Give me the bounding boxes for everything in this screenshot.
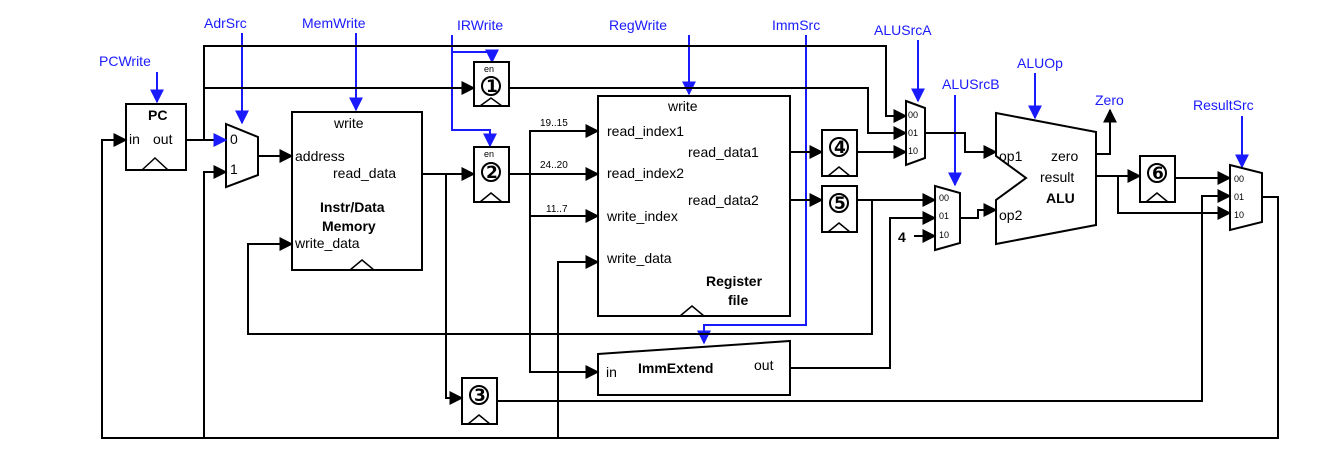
- memory-write-data-port: write_data: [294, 235, 360, 251]
- instr-data-memory: write address read_data Instr/Data Memor…: [291, 111, 423, 271]
- regfile-write-data-port: write_data: [606, 250, 672, 266]
- aluop-label: ALUOp: [1017, 55, 1063, 71]
- alusrcb-constant-4: 4: [898, 229, 906, 245]
- register-2-enable: en: [484, 149, 494, 159]
- register-1-number: 1: [486, 77, 498, 97]
- resultsrc-sel-01: 01: [1234, 192, 1244, 202]
- resultsrc-label: ResultSrc: [1193, 97, 1254, 113]
- regfile-read-data1-port: read_data1: [688, 144, 759, 160]
- register-file: write read_index1 read_index2 write_inde…: [597, 95, 791, 317]
- regfile-write-index-port: write_index: [606, 208, 678, 224]
- alu-name: ALU: [1046, 190, 1075, 206]
- irwrite-label: IRWrite: [457, 17, 503, 33]
- alu-zero-port: zero: [1051, 148, 1078, 164]
- adrsrc-mux: 0 1: [225, 122, 259, 189]
- alusrca-mux: 00 01 10: [905, 99, 926, 167]
- resultsrc-sel-10: 10: [1234, 210, 1244, 220]
- adr-mux-in0: 0: [230, 131, 238, 147]
- alu-result-port: result: [1040, 169, 1074, 185]
- register-1-enable: en: [484, 64, 494, 74]
- alusrcb-sel-00: 00: [939, 193, 949, 203]
- pcwrite-label: PCWrite: [99, 53, 151, 69]
- alusrca-sel-00: 00: [908, 110, 918, 120]
- alusrcb-mux: 00 01 10 4: [898, 184, 961, 252]
- immsrc-label: ImmSrc: [772, 17, 820, 33]
- pc-title: PC: [148, 107, 167, 123]
- register-4-number: 4: [834, 138, 846, 158]
- register-3-number: 3: [474, 386, 486, 406]
- memwrite-label: MemWrite: [302, 15, 366, 31]
- register-3: 3: [461, 377, 498, 425]
- pc-out-label: out: [153, 131, 173, 147]
- imm-in-port: in: [606, 364, 617, 380]
- imm-out-port: out: [754, 357, 774, 373]
- memory-address-port: address: [295, 148, 345, 164]
- regfile-name-line2: file: [728, 292, 748, 308]
- bitfield-19-15: 19..15: [540, 118, 568, 129]
- memory-write-label: write: [333, 115, 364, 131]
- pc-in-label: in: [129, 131, 140, 147]
- resultsrc-mux: 00 01 10: [1229, 163, 1263, 232]
- register-6: 6: [1139, 155, 1176, 203]
- alusrcb-sel-01: 01: [939, 211, 949, 221]
- resultsrc-sel-00: 00: [1234, 174, 1244, 184]
- register-4: 4: [821, 129, 858, 177]
- regfile-name-line1: Register: [706, 273, 763, 289]
- alusrcb-sel-10: 10: [939, 230, 949, 240]
- zero-output-label: Zero: [1095, 92, 1124, 108]
- regfile-read-index1-port: read_index1: [607, 123, 684, 139]
- register-1: en 1: [473, 61, 510, 107]
- register-2-number: 2: [486, 163, 498, 183]
- alusrca-label: ALUSrcA: [874, 22, 932, 38]
- adr-mux-in1: 1: [230, 161, 238, 177]
- pc-register: PC in out: [125, 103, 187, 171]
- alu-op2-port: op2: [999, 207, 1023, 223]
- datapath-wires: [101, 45, 1279, 439]
- register-6-number: 6: [1152, 164, 1164, 184]
- alusrca-sel-01: 01: [908, 128, 918, 138]
- register-5-number: 5: [834, 194, 846, 214]
- memory-name-line1: Instr/Data: [320, 199, 385, 215]
- imm-extend: in ImmExtend out: [597, 339, 791, 396]
- bitfield-11-7: 11..7: [546, 204, 568, 215]
- alu: op1 op2 zero result ALU: [995, 111, 1097, 246]
- regfile-read-data2-port: read_data2: [688, 192, 759, 208]
- alu-op1-port: op1: [999, 148, 1023, 164]
- register-2: en 2: [473, 146, 510, 203]
- register-5: 5: [821, 185, 858, 233]
- regfile-read-index2-port: read_index2: [607, 165, 684, 181]
- bitfield-24-20: 24..20: [540, 160, 568, 171]
- imm-extend-name: ImmExtend: [638, 360, 713, 376]
- alusrca-sel-10: 10: [908, 146, 918, 156]
- alusrcb-label: ALUSrcB: [942, 76, 1000, 92]
- adrsrc-label: AdrSrc: [204, 15, 247, 31]
- memory-name-line2: Memory: [322, 218, 376, 234]
- regwrite-label: RegWrite: [609, 17, 667, 33]
- regfile-write-label: write: [667, 98, 698, 114]
- memory-read-data-port: read_data: [333, 165, 396, 181]
